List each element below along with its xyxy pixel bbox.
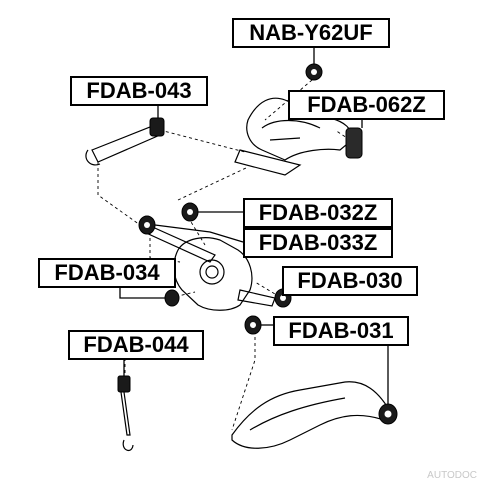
lower-arm: [231, 381, 389, 449]
part-label-fdab-033z: FDAB-033Z: [243, 228, 393, 258]
bushing-fdab-043: [149, 117, 165, 137]
lower-arm-rib: [249, 397, 346, 431]
knuckle-body: [173, 237, 253, 311]
part-label-fdab-032z: FDAB-032Z: [243, 198, 393, 228]
upper-arm-detail: [261, 119, 321, 141]
part-label-nab-y62uf: NAB-Y62UF: [232, 18, 390, 48]
upper-arm-lower-link: [234, 149, 302, 176]
part-label-fdab-034: FDAB-034: [38, 258, 176, 288]
leader-fdab-033z: [154, 224, 244, 243]
bushing-fdab-044: [117, 375, 131, 393]
bushing-fdab-034: [164, 289, 180, 307]
part-label-fdab-043: FDAB-043: [70, 76, 208, 106]
part-label-fdab-030: FDAB-030: [282, 266, 418, 296]
part-label-fdab-062z: FDAB-062Z: [288, 90, 445, 120]
hub-bore: [199, 259, 225, 285]
watermark: AUTODOC: [427, 470, 477, 481]
part-label-fdab-044: FDAB-044: [68, 330, 204, 360]
knuckle-arm: [237, 289, 276, 307]
leader-fdab-034: [119, 286, 165, 299]
bushing-fdab-062z: [345, 127, 363, 159]
toe-link-end: [122, 439, 134, 452]
part-label-fdab-031: FDAB-031: [273, 316, 409, 346]
hub-inner: [205, 265, 219, 279]
